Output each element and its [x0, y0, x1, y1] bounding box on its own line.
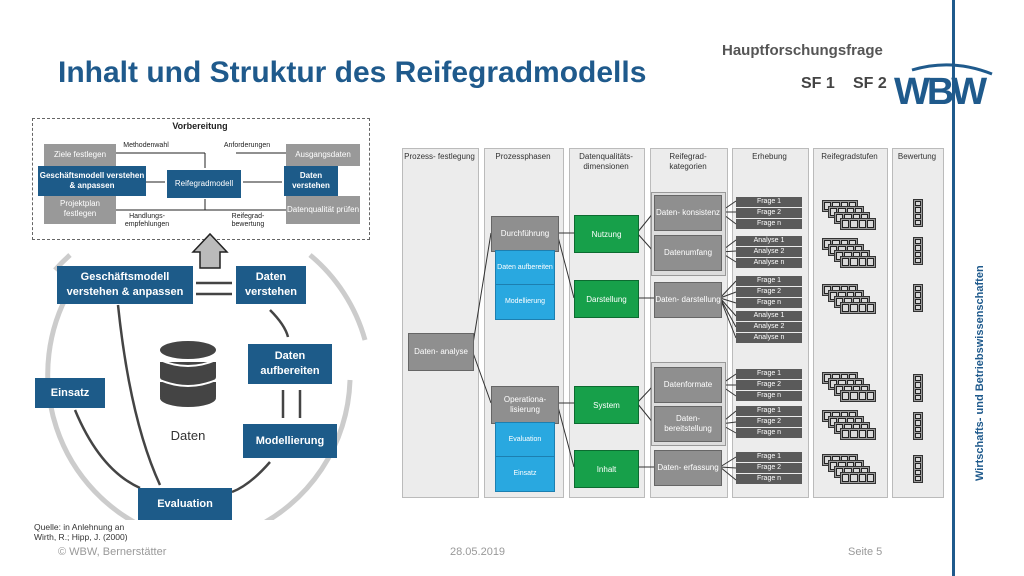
frage-1: Frage 1 [736, 406, 802, 416]
erhebung-group-1: Frage 1 Frage 2 Frage n [736, 197, 802, 229]
institute-vertical-text: Wirtschafts- und Betriebswissenschaften [974, 265, 986, 481]
durchfuehrung-box: Durchführung [491, 216, 559, 252]
dim-darstellung: Darstellung [574, 280, 639, 318]
col-dqdimensionen [569, 148, 645, 498]
col-prozessfestlegung [402, 148, 479, 498]
bewertung-gauge-5 [913, 412, 923, 440]
projektplan-box: Projektplan festlegen [44, 194, 116, 224]
cycle-dv-box: Daten verstehen [236, 266, 306, 304]
source-note: Quelle: in Anlehnung an Wirth, R.; Hipp,… [34, 522, 128, 542]
frage-2: Frage 2 [736, 287, 802, 297]
analyse-2: Analyse 2 [736, 247, 802, 257]
einsatz-box: Einsatz [495, 456, 555, 492]
daten-verstehen-small-box: Daten verstehen [284, 166, 338, 196]
kat-datenbereitstellung: Daten- bereitstellung [654, 406, 722, 442]
methodenwahl-label: Methodenwahl [123, 142, 169, 149]
frage-1: Frage 1 [736, 369, 802, 379]
kat-datenformate: Datenformate [654, 367, 722, 403]
colhead-5: Erhebung [752, 152, 787, 161]
cycle-da-box: Daten aufbereiten [248, 344, 332, 384]
footer-page: Seite 5 [848, 546, 883, 558]
analyse-2: Analyse 2 [736, 322, 802, 332]
cycle-eval-box: Evaluation [138, 488, 232, 520]
dim-system: System [574, 386, 639, 424]
reifegradmodell-box: Reifegradmodell [167, 170, 241, 198]
erhebung-group-7: Frage 1 Frage 2 Frage n [736, 452, 802, 484]
colhead-6: Reifegradstufen [821, 152, 878, 161]
analyse-n: Analyse n [736, 333, 802, 343]
frage-2: Frage 2 [736, 208, 802, 218]
page-title: Inhalt und Struktur des Reifegradmodells [58, 56, 647, 89]
erhebung-group-3: Frage 1 Frage 2 Frage n [736, 276, 802, 308]
datenanalyse-box: Daten- analyse [408, 333, 474, 371]
cycle-gm-box: Geschäftsmodell verstehen & anpassen [57, 266, 193, 304]
modellierung-box: Modellierung [495, 284, 555, 320]
anforderungen-label: Anforderungen [223, 142, 271, 149]
kat-datenumfang: Datenumfang [654, 235, 722, 271]
colhead-7: Bewertung [897, 152, 937, 161]
frage-n: Frage n [736, 219, 802, 229]
frage-n: Frage n [736, 391, 802, 401]
footer-date: 28.05.2019 [450, 546, 506, 558]
vorbereitung-title: Vorbereitung [172, 121, 228, 131]
right-connectors [471, 200, 737, 481]
frage-n: Frage n [736, 298, 802, 308]
frage-1: Frage 1 [736, 452, 802, 462]
ziele-box: Ziele festlegen [44, 144, 116, 166]
bewertung-gauge-2 [913, 237, 923, 265]
vorbereitung-frame [32, 118, 370, 240]
ausgangsdaten-box: Ausgangsdaten [286, 144, 360, 166]
erhebung-group-2: Analyse 1 Analyse 2 Analyse n [736, 236, 802, 268]
colhead-4: Reifegrad- kategorien [669, 152, 707, 171]
sf2-label: SF 2 [853, 75, 887, 92]
bewertung-gauge-3 [913, 284, 923, 312]
frage-2: Frage 2 [736, 463, 802, 473]
erhebung-group-5: Frage 1 Frage 2 Frage n [736, 369, 802, 401]
analyse-1: Analyse 1 [736, 311, 802, 321]
kat-datenkonsistenz: Daten- konsistenz [654, 195, 722, 231]
database-icon [159, 341, 217, 407]
kat-datendarstellung: Daten- darstellung [654, 282, 722, 318]
colhead-2: Prozessphasen [495, 152, 551, 161]
kat-datenerfassung: Daten- erfassung [654, 450, 722, 486]
frage-1: Frage 1 [736, 197, 802, 207]
frage-2: Frage 2 [736, 417, 802, 427]
bewertung-gauge-4 [913, 374, 923, 402]
datenqualitaet-box: Datenqualität prüfen [286, 196, 360, 224]
dim-nutzung: Nutzung [574, 215, 639, 253]
analyse-n: Analyse n [736, 258, 802, 268]
gm-small-box: Geschäftsmodell verstehen & anpassen [38, 166, 146, 196]
erhebung-group-4: Analyse 1 Analyse 2 Analyse n [736, 311, 802, 343]
analyse-1: Analyse 1 [736, 236, 802, 246]
evaluation-box: Evaluation [495, 422, 555, 458]
frage-1: Frage 1 [736, 276, 802, 286]
colhead-1: Prozess- festlegung [404, 152, 475, 161]
footer-copyright: © WBW, Bernerstätter [58, 546, 167, 558]
hauptforschungsfrage-label: Hauptforschungsfrage [722, 42, 883, 59]
dim-inhalt: Inhalt [574, 450, 639, 488]
vertical-rule [952, 0, 955, 576]
bewertung-gauge-1 [913, 199, 923, 227]
operationalisierung-box: Operationa- lisierung [491, 386, 559, 424]
left-connectors [45, 152, 368, 520]
daten-aufbereiten-box: Daten aufbereiten [495, 250, 555, 286]
bewertung-gauge-6 [913, 455, 923, 483]
colhead-3: Datenqualitäts- dimensionen [579, 152, 633, 171]
frage-n: Frage n [736, 428, 802, 438]
cycle-einsatz-box: Einsatz [35, 378, 105, 408]
reifegradbewertung-label: Reifegrad- bewertung [231, 213, 265, 228]
frage-2: Frage 2 [736, 380, 802, 390]
frage-n: Frage n [736, 474, 802, 484]
cycle-mod-box: Modellierung [243, 424, 337, 458]
cycle-daten-label: Daten [170, 428, 206, 443]
erhebung-group-6: Frage 1 Frage 2 Frage n [736, 406, 802, 438]
sf1-label: SF 1 [801, 75, 835, 92]
svg-text:WBW: WBW [894, 71, 987, 113]
handlung-label: Handlungs- empfehlungen [124, 213, 170, 228]
